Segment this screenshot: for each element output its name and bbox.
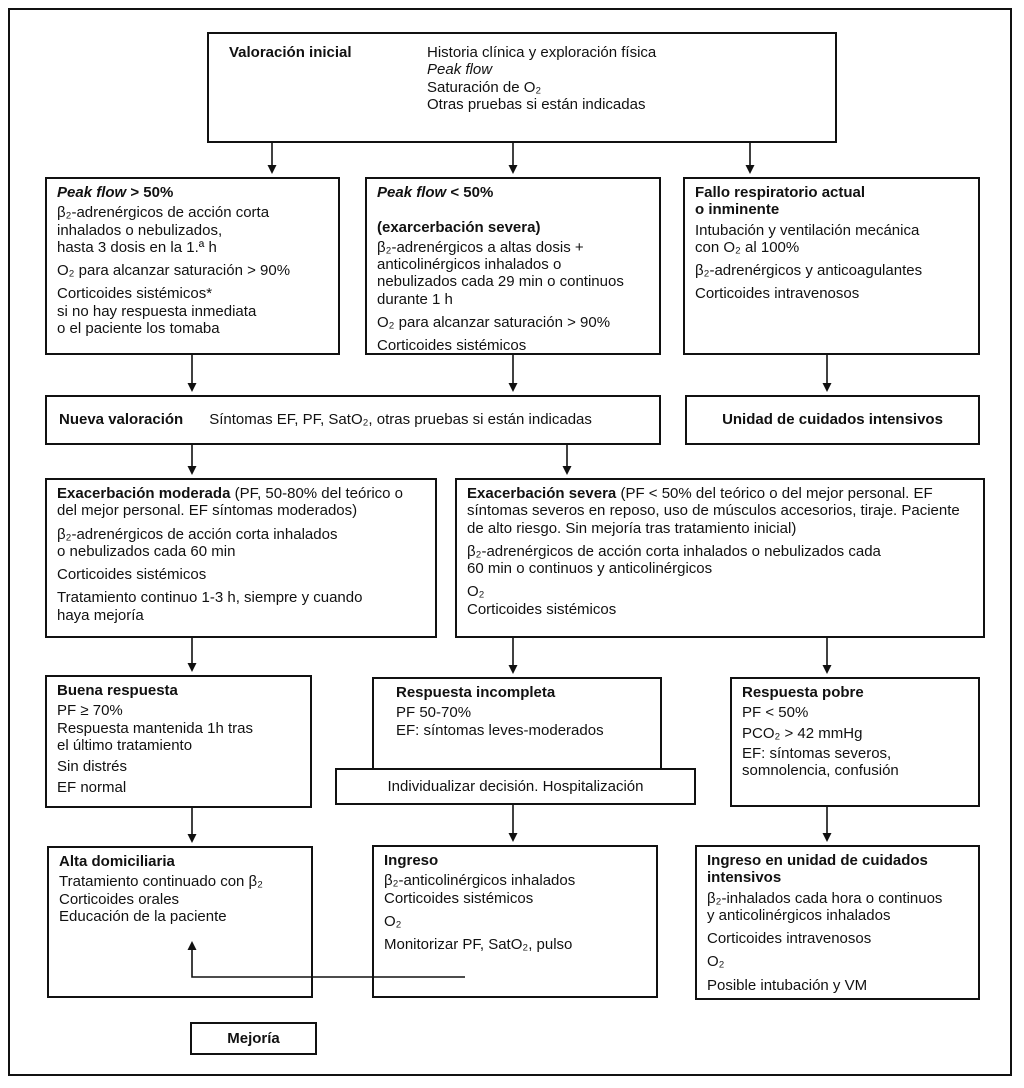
node-text: O₂: [707, 953, 725, 971]
node-text: O₂ para alcanzar saturación > 90%: [57, 262, 291, 279]
node-text: O₂: [384, 912, 402, 930]
node-line: Otras pruebas si están indicadas: [427, 95, 646, 113]
node-title: Fallo respiratorio actual o inminente: [695, 184, 866, 219]
node-title: Respuesta pobre: [742, 684, 864, 701]
node-text: PCO₂ > 42 mmHg: [742, 724, 863, 742]
node-title: Buena respuesta: [57, 682, 178, 699]
node-text: Tratamiento continuo 1-3 h, siempre y cu…: [57, 589, 363, 624]
node-peakflow-lt50: Peak flow < 50% (exarcerbación severa) β…: [365, 177, 661, 355]
node-text: β₂-adrenérgicos y anticoagulantes: [695, 262, 923, 279]
node-title: Mejoría: [227, 1029, 280, 1047]
node-exacerbacion-moderada: Exacerbación moderada (PF, 50-80% del te…: [45, 478, 437, 638]
node-text: EF: síntomas severos, somnolencia, confu…: [742, 744, 899, 779]
node-title: Alta domiciliaria: [59, 853, 175, 870]
node-text: PF ≥ 70% Respuesta mantenida 1h tras el …: [57, 702, 253, 754]
title-line2: (exarcerbación severa): [377, 218, 541, 236]
node-text: EF normal: [57, 779, 127, 797]
node-text: Intubación y ventilación mecánica con O₂…: [695, 221, 920, 256]
node-text: β₂-adrenérgicos a altas dosis + anticoli…: [377, 238, 624, 308]
node-text: Corticoides orales: [59, 890, 180, 908]
node-text: Educación de la paciente: [59, 907, 227, 925]
node-text: Posible intubación y VM: [707, 976, 868, 994]
node-text: O₂ para alcanzar saturación > 90%: [377, 313, 611, 331]
node-title: Respuesta incompleta: [396, 684, 556, 701]
node-text: Corticoides sistémicos* si no hay respue…: [57, 285, 257, 337]
node-respuesta-pobre: Respuesta pobre PF < 50% PCO₂ > 42 mmHg …: [730, 677, 980, 807]
node-title: Unidad de cuidados intensivos: [722, 411, 943, 429]
node-line: Historia clínica y exploración física: [427, 44, 657, 61]
node-title: Ingreso en unidad de cuidados intensivos: [707, 852, 928, 887]
node-alta-domiciliaria: Alta domiciliaria Tratamiento continuado…: [47, 846, 313, 998]
node-nueva-valoracion: Nueva valoración Síntomas EF, PF, SatO₂,…: [45, 395, 661, 445]
node-text: Corticoides intravenosos: [707, 930, 872, 947]
node-text: EF: síntomas leves-moderados: [396, 721, 604, 739]
node-text: β₂-adrenérgicos de acción corta inhalado…: [467, 542, 881, 577]
node-title-paragraph: Exacerbación moderada (PF, 50-80% del te…: [57, 485, 425, 520]
node-title: Exacerbación severa: [467, 485, 617, 502]
node-buena-respuesta: Buena respuesta PF ≥ 70% Respuesta mante…: [45, 675, 312, 808]
node-exacerbacion-severa: Exacerbación severa (PF < 50% del teóric…: [455, 478, 985, 638]
node-text: Corticoides sistémicos: [384, 889, 534, 907]
node-text: β₂-adrenérgicos de acción corta inhalado…: [57, 204, 270, 256]
node-line: Saturación de O₂: [427, 78, 542, 96]
node-mejoria: Mejoría: [190, 1022, 317, 1055]
node-text: O₂: [467, 583, 485, 601]
node-text: PF < 50%: [742, 704, 809, 722]
node-text: Tratamiento continuado con β₂: [59, 873, 264, 891]
node-text: Individualizar decisión. Hospitalización: [387, 777, 644, 795]
node-ingreso-uci: Ingreso en unidad de cuidados intensivos…: [695, 845, 980, 1000]
node-text: Corticoides intravenosos: [695, 285, 860, 303]
node-title: Valoración inicial: [229, 44, 352, 61]
node-text: Síntomas EF, PF, SatO₂, otras pruebas si…: [209, 411, 592, 429]
node-title: Nueva valoración: [59, 411, 184, 429]
node-title: Peak flow < 50% (exarcerbación severa): [377, 184, 649, 236]
node-title: Exacerbación moderada: [57, 485, 231, 502]
title-suffix: (PF < 50% del teórico o del mejor person…: [467, 485, 960, 537]
title-rest-part: < 50%: [446, 184, 494, 201]
node-text: PF 50-70%: [396, 704, 472, 722]
node-valoracion-inicial: Valoración inicial Historia clínica y ex…: [207, 32, 837, 143]
node-peakflow-gt50: Peak flow > 50% β₂-adrenérgicos de acció…: [45, 177, 340, 355]
title-suffix: (PF, 50-80% del teórico o del mejor pers…: [57, 485, 404, 520]
node-text: Corticoides sistémicos: [57, 566, 207, 583]
node-text: Corticoides sistémicos: [467, 600, 617, 618]
node-unidad-cuidados-intensivos: Unidad de cuidados intensivos: [685, 395, 980, 445]
node-individualizar-decision: Individualizar decisión. Hospitalización: [335, 768, 696, 805]
title-italic-part: Peak flow: [377, 184, 447, 201]
node-title-paragraph: Exacerbación severa (PF < 50% del teóric…: [467, 485, 973, 537]
title-rest-part: > 50%: [126, 184, 174, 201]
node-respuesta-incompleta: Respuesta incompleta PF 50-70% EF: sínto…: [372, 677, 662, 770]
node-ingreso: Ingreso β₂-anticolinérgicos inhalados Co…: [372, 845, 658, 998]
node-text: Sin distrés: [57, 758, 128, 775]
node-text: Corticoides sistémicos: [377, 337, 527, 354]
figure-border: [8, 8, 1012, 1076]
node-lines: Historia clínica y exploración física Pe…: [427, 44, 656, 136]
node-text: Monitorizar PF, SatO₂, pulso: [384, 936, 573, 953]
node-fallo-respiratorio: Fallo respiratorio actual o inminente In…: [683, 177, 980, 355]
node-text: β₂-adrenérgicos de acción corta inhalado…: [57, 525, 338, 560]
node-text: β₂-inhalados cada hora o continuos y ant…: [707, 889, 943, 924]
node-text: β₂-anticolinérgicos inhalados: [384, 872, 576, 890]
title-italic-part: Peak flow: [57, 184, 127, 201]
node-line-peakflow: Peak flow: [427, 61, 493, 79]
node-title: Peak flow > 50%: [57, 184, 328, 201]
node-title: Ingreso: [384, 852, 439, 869]
